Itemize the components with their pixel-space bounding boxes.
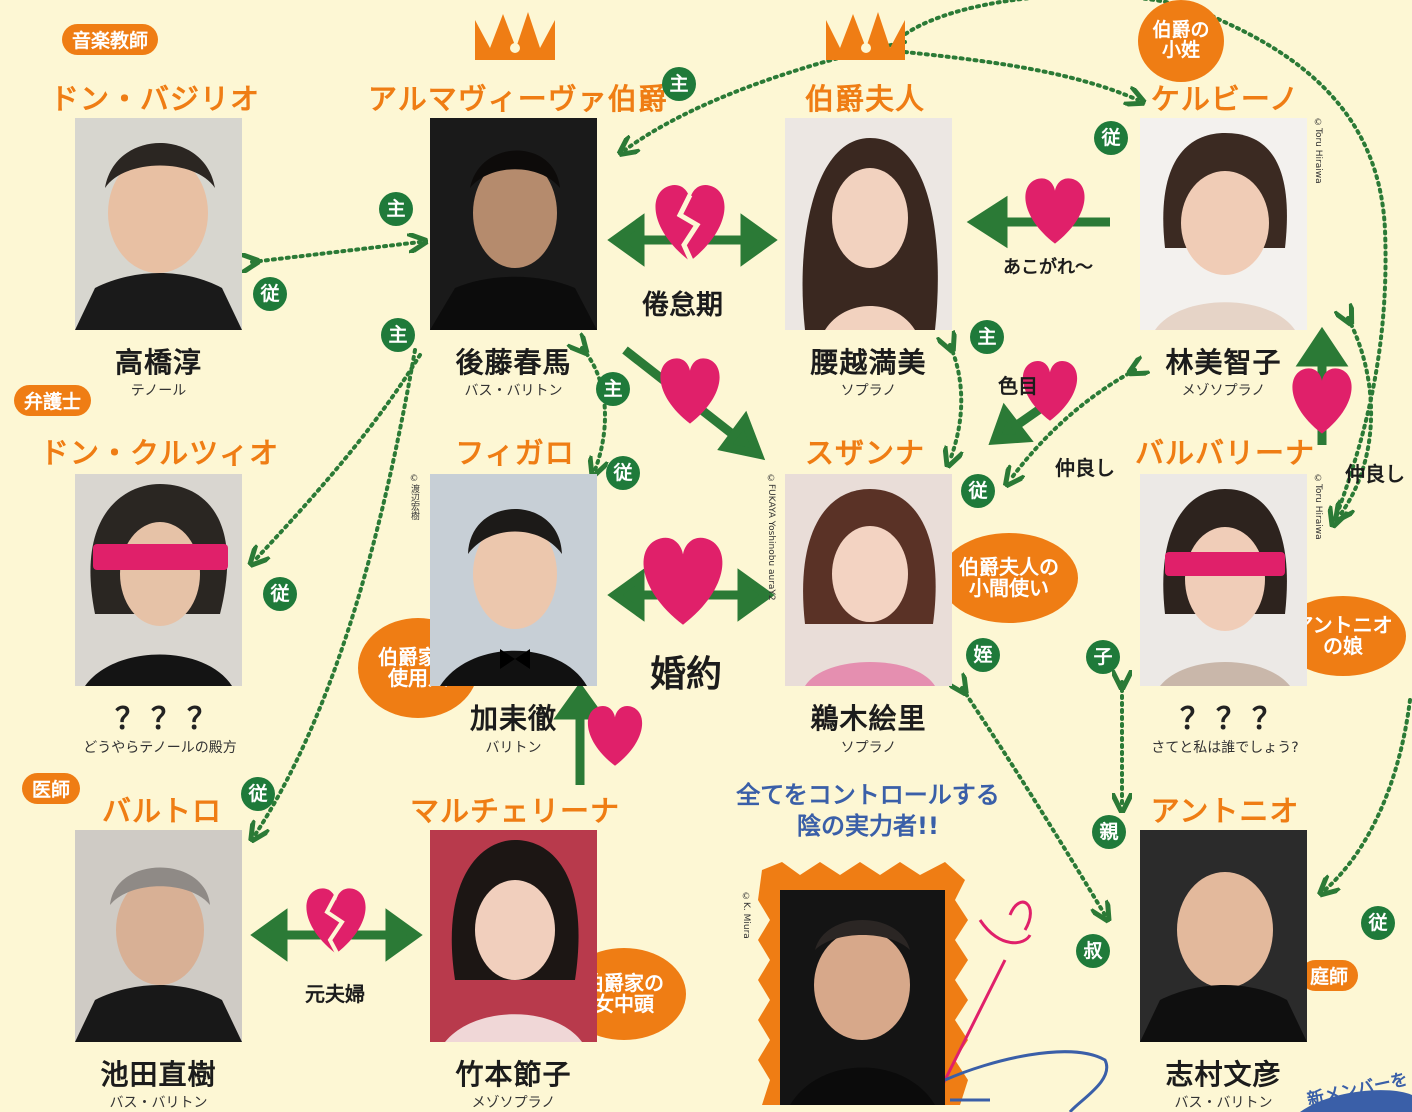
badge-uncle: 叔 xyxy=(1076,934,1110,968)
photo-koshigoe xyxy=(785,118,952,330)
credit-barbarina: ©Toru Hiraiwa xyxy=(1313,474,1323,540)
badge-child: 子 xyxy=(1086,640,1120,674)
tag-count-page: 伯爵の 小姓 xyxy=(1138,0,1224,82)
role-count: アルマヴィーヴァ伯爵 xyxy=(368,82,668,116)
label-longing: あこがれ〜 xyxy=(1003,257,1093,278)
role-basilio: ドン・バジリオ xyxy=(49,82,260,116)
badge-master-4: 主 xyxy=(596,372,630,406)
badge-servant-1: 従 xyxy=(1094,121,1128,155)
photo-kaku xyxy=(430,474,597,686)
label-friends-2: 仲良し xyxy=(1345,462,1405,486)
label-ex-couple: 元夫婦 xyxy=(305,982,365,1006)
photo-ikeda xyxy=(75,830,242,1042)
voice-ikeda: バス・バリトン xyxy=(109,1095,208,1111)
label-boredom: 倦怠期 xyxy=(642,290,723,321)
singer-koshigoe: 腰越満美 xyxy=(810,346,927,379)
badge-master-2: 主 xyxy=(379,192,413,226)
role-susanna: スザンナ xyxy=(804,436,925,470)
badge-master-3: 主 xyxy=(381,318,415,352)
tag-gardener: 庭師 xyxy=(1300,960,1359,991)
photo-unknown-curzio xyxy=(75,474,242,686)
photo-hayashi xyxy=(1140,118,1307,330)
role-bartolo: バルトロ xyxy=(101,794,222,828)
voice-takahashi: テノール xyxy=(130,383,187,399)
singer-unknown-curzio: ？？？ xyxy=(115,702,223,737)
photo-unoki xyxy=(785,474,952,686)
tag-countess-maid: 伯爵夫人の 小間使い xyxy=(940,533,1078,623)
badge-servant-2: 従 xyxy=(253,277,287,311)
singer-takemoto: 竹本節子 xyxy=(455,1058,572,1091)
voice-shimura: バス・バリトン xyxy=(1174,1095,1273,1111)
voice-hayashi: メゾソプラノ xyxy=(1181,383,1266,399)
singer-shimura: 志村文彦 xyxy=(1165,1058,1282,1091)
voice-kaku: バリトン xyxy=(485,740,542,756)
badge-master-1: 主 xyxy=(662,67,696,101)
badge-parent: 親 xyxy=(1092,815,1126,849)
voice-koshigoe: ソプラノ xyxy=(840,383,897,399)
credit-unoki: ©FUKAYA Yoshinobu auraY2 xyxy=(766,474,776,601)
controller-caption: 全てをコントロールする 陰の実力者!! xyxy=(736,781,1000,841)
credit-controller: ©K. Miura xyxy=(741,892,751,939)
badge-servant-4: 従 xyxy=(961,474,995,508)
photo-unknown-barbarina xyxy=(1140,474,1307,686)
role-barbarina: バルバリーナ xyxy=(1134,436,1315,470)
role-antonio: アントニオ xyxy=(1150,794,1300,828)
voice-barbarina: さてと私は誰でしょう? xyxy=(1151,740,1299,756)
photo-goto xyxy=(430,118,597,330)
badge-servant-5: 従 xyxy=(263,577,297,611)
voice-curzio: どうやらテノールの殿方 xyxy=(83,740,237,756)
badge-servant-7: 従 xyxy=(1361,906,1395,940)
credit-hayashi: ©Toru Hiraiwa xyxy=(1313,118,1323,184)
voice-takemoto: メゾソプラノ xyxy=(471,1095,556,1111)
label-engaged: 婚約 xyxy=(650,654,723,695)
role-cherubino: ケルビーノ xyxy=(1150,82,1300,116)
label-friends-1: 仲良し xyxy=(1055,456,1115,480)
singer-unoki: 鵜木絵里 xyxy=(810,702,927,735)
voice-goto: バス・バリトン xyxy=(464,383,563,399)
singer-unknown-barbarina: ？？？ xyxy=(1180,702,1288,737)
tag-lawyer: 弁護士 xyxy=(14,385,92,416)
credit-kaku: ©渡辺宏樹 xyxy=(409,474,419,520)
photo-shimura xyxy=(1140,830,1307,1042)
badge-servant-6: 従 xyxy=(241,777,275,811)
photo-takahashi xyxy=(75,118,242,330)
role-curzio: ドン・クルツィオ xyxy=(40,436,280,470)
badge-master-5: 主 xyxy=(970,320,1004,354)
singer-ikeda: 池田直樹 xyxy=(100,1058,217,1091)
badge-niece: 姪 xyxy=(966,638,1000,672)
badge-servant-3: 従 xyxy=(606,456,640,490)
tag-music-teacher: 音楽教師 xyxy=(62,24,159,55)
label-flirt: 色目 xyxy=(998,374,1038,398)
singer-hayashi: 林美智子 xyxy=(1165,346,1282,379)
photo-takemoto xyxy=(430,830,597,1042)
role-marcellina: マルチェリーナ xyxy=(409,794,620,828)
singer-kaku: 加耒徹 xyxy=(469,702,557,735)
singer-takahashi: 高橋淳 xyxy=(114,346,202,379)
role-countess: 伯爵夫人 xyxy=(804,82,925,116)
role-figaro: フィガロ xyxy=(455,436,575,470)
tag-doctor: 医師 xyxy=(22,773,81,804)
voice-unoki: ソプラノ xyxy=(840,740,897,756)
singer-goto: 後藤春馬 xyxy=(455,346,572,379)
photo-controller xyxy=(780,890,945,1105)
